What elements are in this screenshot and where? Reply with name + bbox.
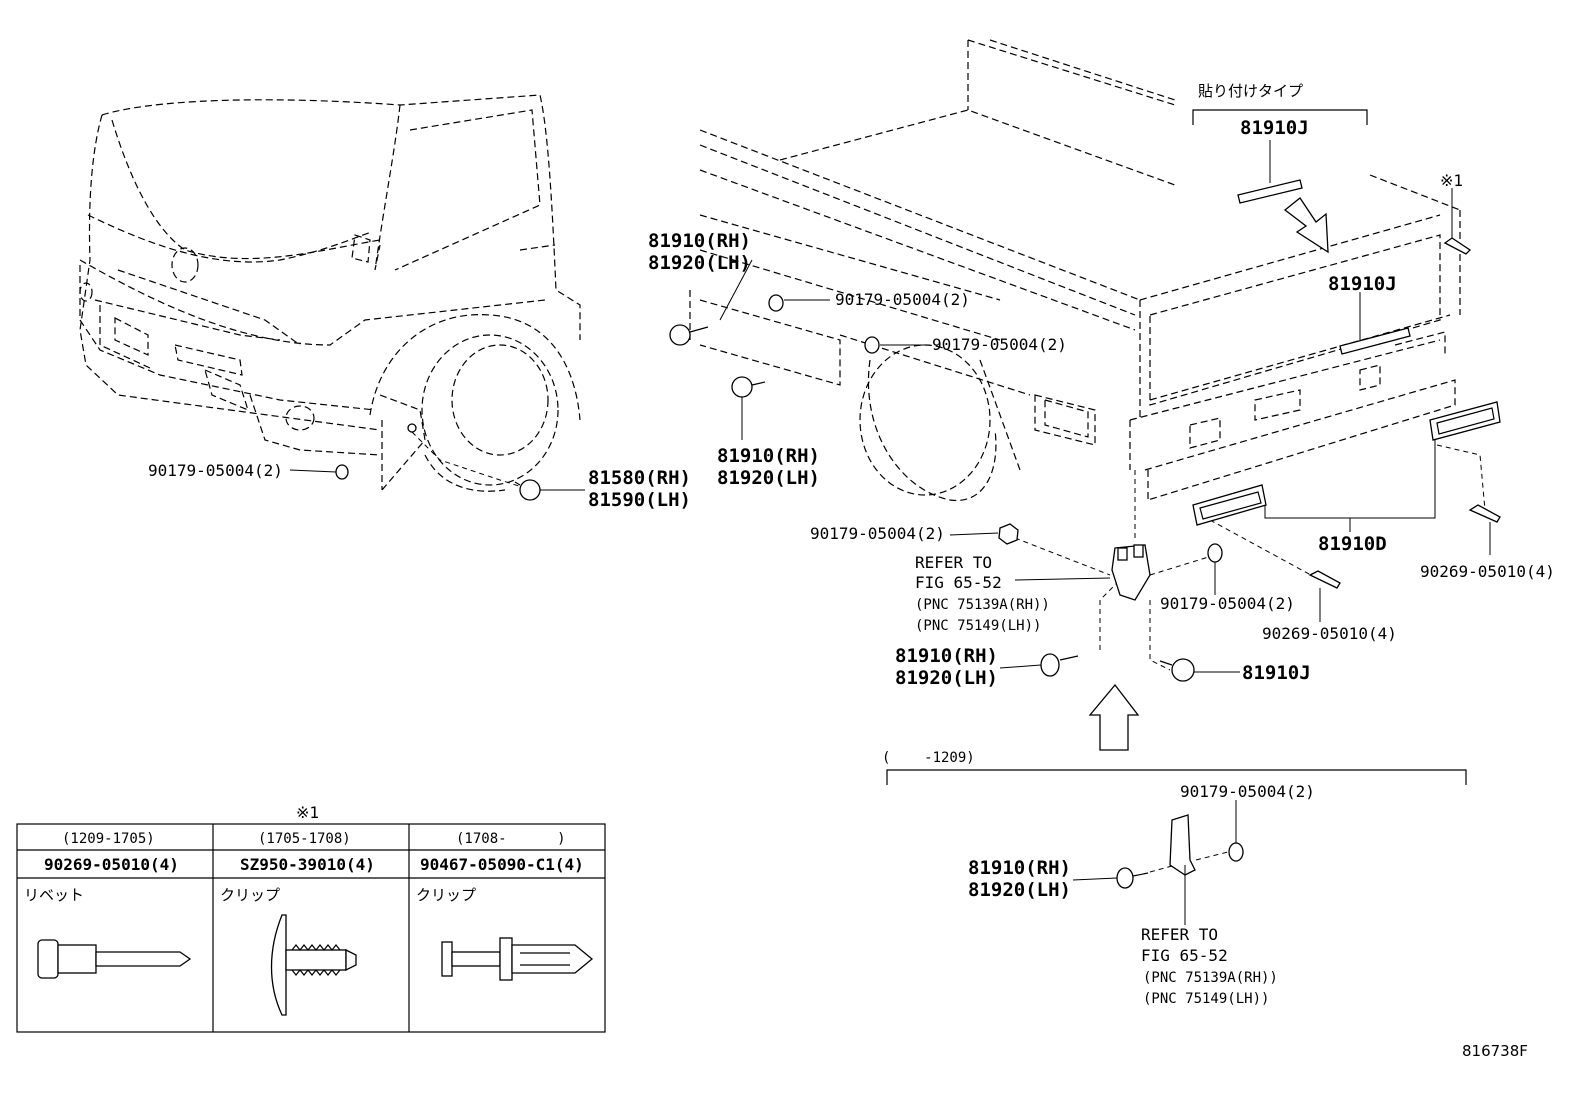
table-period-col3: (1708- ) — [456, 831, 566, 847]
label-fig-2: FIG 65-52 — [1141, 946, 1228, 965]
reflector-81910-lower — [1040, 653, 1079, 677]
label-81910d: 81910D — [1318, 533, 1387, 555]
grommet-nut-90179-a — [335, 464, 349, 480]
label-90179-bracket: 90179-05004(2) — [810, 524, 945, 543]
table-type-col3: クリップ — [416, 886, 476, 904]
nut-90179-b — [768, 294, 784, 312]
nut-90179-c — [864, 336, 880, 354]
reflector-81910j-sticker-mid — [1339, 327, 1411, 355]
reflector-81910-mid — [731, 376, 766, 398]
label-90179-right: 90179-05004(2) — [1160, 594, 1295, 613]
label-81910-rh-mid: 81910(RH) — [717, 445, 820, 467]
reflector-81910d-right — [1429, 401, 1501, 441]
label-90179-mid: 90179-05004(2) — [932, 335, 1067, 354]
label-fig-1: FIG 65-52 — [915, 573, 1002, 592]
reflector-81910-bottom — [1116, 867, 1149, 889]
rivet-90269-a — [1308, 570, 1341, 589]
bracket-plate-small — [1169, 814, 1196, 876]
fastener-table: ※1 (1209-1705) (1705-1708) (1708- ) 9026… — [16, 803, 606, 1033]
rear-truck-drawing — [689, 39, 1486, 671]
label-81590-lh: 81590(LH) — [588, 489, 691, 511]
figure-id: 816738F — [1462, 1042, 1528, 1060]
label-81910j-low: 81910J — [1242, 662, 1311, 684]
range-bracket — [886, 769, 1467, 785]
label-81580-rh: 81580(RH) — [588, 467, 691, 489]
label-81920-lh-upper: 81920(LH) — [648, 252, 751, 274]
label-90269-right: 90269-05010(4) — [1420, 562, 1555, 581]
label-range: ( -1209) — [882, 750, 975, 766]
table-type-col2: クリップ — [220, 886, 280, 904]
label-90179-bottom: 90179-05004(2) — [1180, 782, 1315, 801]
table-note-mark: ※1 — [296, 803, 319, 822]
reflector-81910-upper — [669, 324, 709, 346]
nut-90179-f — [1228, 842, 1244, 862]
nut-90179-e — [1207, 543, 1223, 563]
reflector-81910j-button — [1159, 658, 1195, 682]
label-81910j-top: 81910J — [1240, 117, 1309, 139]
reflector-81580-button — [514, 479, 541, 501]
table-type-col1: リベット — [24, 886, 84, 904]
label-pnc-lh-2: (PNC 75149(LH)) — [1143, 991, 1269, 1007]
leader-dash-b2 — [1195, 851, 1229, 861]
label-pnc-rh-1: (PNC 75139A(RH)) — [915, 597, 1050, 613]
reflector-81910j-sticker-top — [1237, 179, 1303, 204]
label-pnc-lh-1: (PNC 75149(LH)) — [915, 618, 1041, 634]
clip-illustration-2 — [441, 937, 594, 981]
label-sticker-type: 貼り付けタイプ — [1198, 82, 1303, 100]
leader-dash-b1 — [1149, 865, 1173, 873]
rivet-90269-b — [1468, 504, 1501, 523]
label-81910-rh-lower: 81910(RH) — [895, 645, 998, 667]
table-partno-col1: 90269-05010(4) — [44, 855, 179, 874]
label-81920-lh-bottom: 81920(LH) — [968, 879, 1071, 901]
label-81910-rh-bottom: 81910(RH) — [968, 857, 1071, 879]
label-refer-to-2: REFER TO — [1141, 925, 1218, 944]
label-81910j-mid: 81910J — [1328, 273, 1397, 295]
table-period-col2: (1705-1708) — [258, 831, 351, 847]
label-81920-lh-lower: 81920(LH) — [895, 667, 998, 689]
rivet-illustration — [37, 939, 192, 979]
table-period-col1: (1209-1705) — [62, 831, 155, 847]
label-note-mark: ※1 — [1440, 171, 1463, 190]
leader-lines — [289, 140, 1491, 925]
label-refer-to-1: REFER TO — [915, 553, 992, 572]
label-pnc-rh-2: (PNC 75139A(RH)) — [1143, 970, 1278, 986]
reflector-81910d-left — [1192, 484, 1267, 526]
label-90269-center: 90269-05010(4) — [1262, 624, 1397, 643]
table-partno-col3: 90467-05090-C1(4) — [420, 855, 584, 874]
label-90179-upper: 90179-05004(2) — [835, 290, 970, 309]
rivet-note1 — [1443, 237, 1472, 255]
arrow-view-direction — [1088, 683, 1140, 751]
arrow-to-sticker — [1283, 197, 1329, 254]
table-partno-col2: SZ950-39010(4) — [240, 855, 375, 874]
sticker-type-bracket — [1192, 109, 1368, 125]
mudflap-bracket — [1111, 544, 1151, 601]
nut-90179-d — [998, 523, 1019, 545]
label-81920-lh-mid: 81920(LH) — [717, 467, 820, 489]
front-cab-drawing — [79, 94, 581, 492]
clip-illustration-1 — [270, 914, 357, 1016]
label-81910-rh-upper: 81910(RH) — [648, 230, 751, 252]
label-90179-front: 90179-05004(2) — [148, 461, 283, 480]
